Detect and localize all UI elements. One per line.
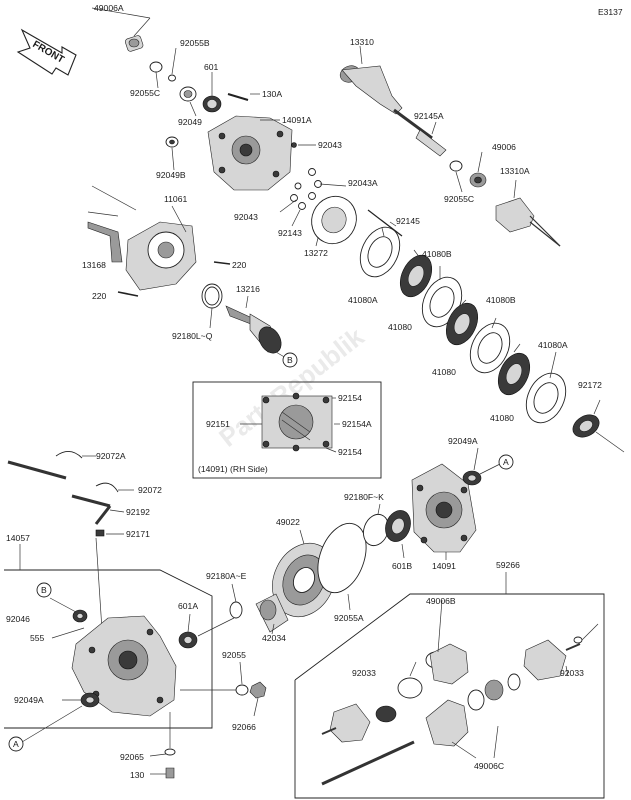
label-41080A-1: 41080A: [348, 295, 378, 305]
label-49006C: 49006C: [474, 761, 504, 771]
front-case-cover-group: [125, 35, 297, 191]
label-92065: 92065: [120, 752, 144, 762]
shim-92180A-E: [229, 583, 243, 619]
label-130: 130: [130, 770, 145, 780]
callout-a-lower: A: [13, 739, 19, 749]
label-92066: 92066: [232, 722, 256, 732]
case-14091: [411, 463, 477, 560]
leaders-top-left: [91, 7, 316, 171]
callout-b-upper: B: [287, 355, 293, 365]
label-92033-right: 92033: [560, 668, 584, 678]
shim-92180L-Q: [201, 283, 223, 329]
label-92055A: 92055A: [334, 613, 364, 623]
label-41080B-2: 41080B: [486, 295, 516, 305]
label-14057: 14057: [6, 533, 30, 543]
label-130A: 130A: [262, 89, 282, 99]
drive-shaft-59266: [294, 572, 605, 799]
front-output-joint-13310: [339, 45, 447, 157]
label-92171: 92171: [126, 529, 150, 539]
inset-note: (14091) (RH Side): [198, 464, 268, 474]
label-92055: 92055: [222, 650, 246, 660]
label-92049A-lower: 92049A: [14, 695, 44, 705]
label-92049A-upper: 92049A: [448, 436, 478, 446]
seal-92172: [572, 399, 625, 453]
callout-b-lower: B: [41, 585, 47, 595]
label-92180L-Q: 92180L~Q: [172, 331, 213, 341]
clutch-plates-41080: [359, 226, 567, 424]
label-92072: 92072: [138, 485, 162, 495]
label-13216: 13216: [236, 284, 260, 294]
clips-and-pins: [7, 451, 134, 537]
label-92180F-K: 92180F~K: [344, 492, 384, 502]
label-92033-left: 92033: [352, 668, 376, 678]
label-92043-mid: 92043: [234, 212, 258, 222]
label-92151: 92151: [206, 419, 230, 429]
gear-case-half-11061: [87, 185, 231, 297]
label-49006B: 49006B: [426, 596, 456, 606]
label-92046: 92046: [6, 614, 30, 624]
label-92049: 92049: [178, 117, 202, 127]
label-92180A-E: 92180A~E: [206, 571, 247, 581]
gasket-92055A: [317, 522, 367, 611]
plate-13272: [311, 195, 357, 247]
label-49022: 49022: [276, 517, 300, 527]
front-arrow-icon: FRONT: [16, 28, 77, 76]
label-92043: 92043: [318, 140, 342, 150]
label-92145A: 92145A: [414, 111, 444, 121]
label-13272: 13272: [304, 248, 328, 258]
label-14091A: 14091A: [282, 115, 312, 125]
label-14091: 14091: [432, 561, 456, 571]
label-11061: 11061: [164, 194, 187, 204]
final-gear-case-14057: B A: [4, 537, 267, 779]
label-41080-2: 41080: [432, 367, 456, 377]
callout-a-upper: A: [503, 457, 509, 467]
pins-and-balls: [279, 168, 347, 227]
seal-49006: [469, 151, 487, 188]
shaft-42034: [255, 593, 289, 635]
label-220-left: 220: [92, 291, 107, 301]
label-92049B: 92049B: [156, 170, 186, 180]
oring-92055C-right: [449, 160, 463, 193]
label-92172: 92172: [578, 380, 602, 390]
label-13168: 13168: [82, 260, 106, 270]
joint-13310A: [495, 179, 561, 247]
label-220-right: 220: [232, 260, 247, 270]
label-13310A: 13310A: [500, 166, 530, 176]
label-59266: 59266: [496, 560, 520, 570]
label-92145: 92145: [396, 216, 420, 226]
label-41080-1: 41080: [388, 322, 412, 332]
label-555: 555: [30, 633, 45, 643]
label-49006: 49006: [492, 142, 516, 152]
pinion-gear-13216: B: [225, 295, 298, 368]
label-92043A: 92043A: [348, 178, 378, 188]
label-92154-bottom: 92154: [338, 447, 362, 457]
label-92154-top: 92154: [338, 393, 362, 403]
label-92154A: 92154A: [342, 419, 372, 429]
label-41080B-1: 41080B: [422, 249, 452, 259]
label-92055C: 92055C: [130, 88, 160, 98]
label-49006A: 49006A: [94, 3, 124, 13]
label-41080-3: 41080: [490, 413, 514, 423]
rh-side-inset: (14091) (RH Side): [192, 381, 382, 479]
label-42034: 42034: [262, 633, 286, 643]
label-92055C-right: 92055C: [444, 194, 474, 204]
label-92143: 92143: [278, 228, 302, 238]
label-92192: 92192: [126, 507, 150, 517]
bearing-601B: [385, 510, 411, 559]
seal-92049A-upper: A: [462, 447, 514, 486]
label-92072A: 92072A: [96, 451, 126, 461]
label-13310: 13310: [350, 37, 374, 47]
spring-92145: [367, 209, 403, 237]
label-601: 601: [204, 62, 219, 72]
label-92055B: 92055B: [180, 38, 210, 48]
label-41080A-2: 41080A: [538, 340, 568, 350]
diagram-code: E3137: [598, 7, 623, 17]
label-601B: 601B: [392, 561, 412, 571]
label-601A: 601A: [178, 601, 198, 611]
part-labels: 49006A 92055B 92055C 601 130A 92049 1409…: [6, 3, 602, 780]
